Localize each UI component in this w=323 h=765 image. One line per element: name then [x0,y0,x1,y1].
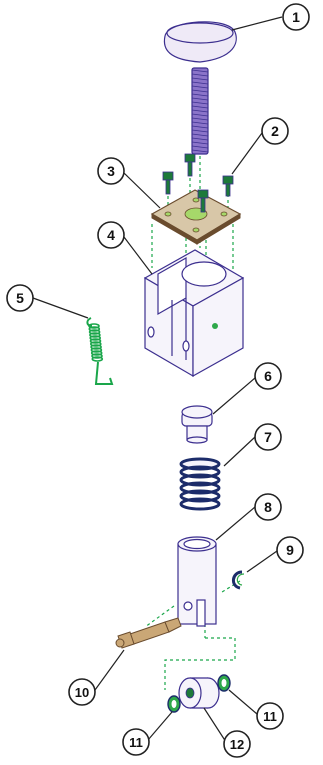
thread-line [191,73,209,77]
thread-line [191,121,209,125]
callout-circle [254,493,282,521]
thread-line [191,117,209,121]
callout-number: 8 [264,499,272,515]
spring-coil [91,353,103,359]
callout-circle [282,3,310,31]
spring-coil [88,326,101,332]
thread-line [191,69,209,73]
washer-left [167,695,181,713]
spring-coil [90,350,103,356]
callout-number: 2 [271,123,279,139]
compression-spring [179,457,221,511]
callout-11: 11 [122,728,150,756]
spring-coil [89,332,101,338]
thread-line [191,89,209,93]
roller [178,677,220,709]
callout-circle [97,221,125,249]
spring-coil [89,335,101,341]
spring-coil [179,481,221,495]
spring-coil [90,341,102,347]
spring-coil [179,489,221,503]
callout-circle [97,157,125,185]
callout-3: 3 [97,157,125,185]
thread-line [191,105,209,109]
callout-circle [261,117,289,145]
thread-line [191,129,209,133]
thread-line [191,101,209,105]
callout-12: 12 [223,730,251,758]
housing-block [143,249,245,378]
thread-line [191,81,209,85]
callout-circle [254,362,282,390]
callout-number: 5 [16,290,24,306]
retaining-clip [232,570,245,590]
callout-number: 11 [263,709,277,724]
callout-number: 10 [75,685,89,700]
spring-coil [90,344,102,350]
spring-coil [88,323,100,329]
callout-10: 10 [68,678,96,706]
thread-line [191,137,209,141]
screw [197,189,209,213]
thread-line [191,141,209,145]
callout-6: 6 [254,362,282,390]
knob-with-threaded-shaft [163,21,237,155]
callout-number: 12 [230,737,244,752]
screw-set [162,153,234,213]
callout-circle [223,730,251,758]
callout-number: 7 [264,429,272,445]
spring-coil [89,338,102,344]
thread-line [191,85,209,89]
thread-line [191,113,209,117]
callout-circle [254,423,282,451]
callout-1: 1 [282,3,310,31]
plunger-cap [181,405,213,444]
callout-number: 11 [129,735,143,750]
callout-5: 5 [6,284,34,312]
spring-coil [90,347,103,353]
thread-line [191,77,209,81]
leader-lines [32,16,283,743]
pivot-pin [115,617,182,649]
washer-right [217,674,231,692]
callout-number: 9 [286,542,294,558]
callout-8: 8 [254,493,282,521]
callout-4: 4 [97,221,125,249]
thread-line [191,149,209,153]
tension-spring [86,317,114,385]
thread-line [191,93,209,97]
slotted-sleeve [177,536,217,627]
spring-coil [91,356,104,362]
callout-circle [68,678,96,706]
mounting-plate [150,189,242,245]
spring-coil [179,473,221,487]
screw [162,171,174,195]
thread-line [191,145,209,149]
screw [222,175,234,197]
spring-coil [88,329,101,335]
thread-line [191,109,209,113]
callout-9: 9 [276,536,304,564]
callout-number: 3 [107,163,115,179]
callout-circle [256,702,284,730]
spring-coil [179,497,221,511]
callout-circle [276,536,304,564]
thread-line [191,97,209,101]
spring-coil [179,465,221,479]
callout-7: 7 [254,423,282,451]
callout-circle [6,284,34,312]
thread-line [191,125,209,129]
callout-circle [122,728,150,756]
callout-number: 4 [107,227,115,243]
thread-line [191,133,209,137]
screw [184,153,196,177]
callout-2: 2 [261,117,289,145]
callout-11: 11 [256,702,284,730]
callout-number: 6 [264,368,272,384]
callout-number: 1 [292,9,300,25]
